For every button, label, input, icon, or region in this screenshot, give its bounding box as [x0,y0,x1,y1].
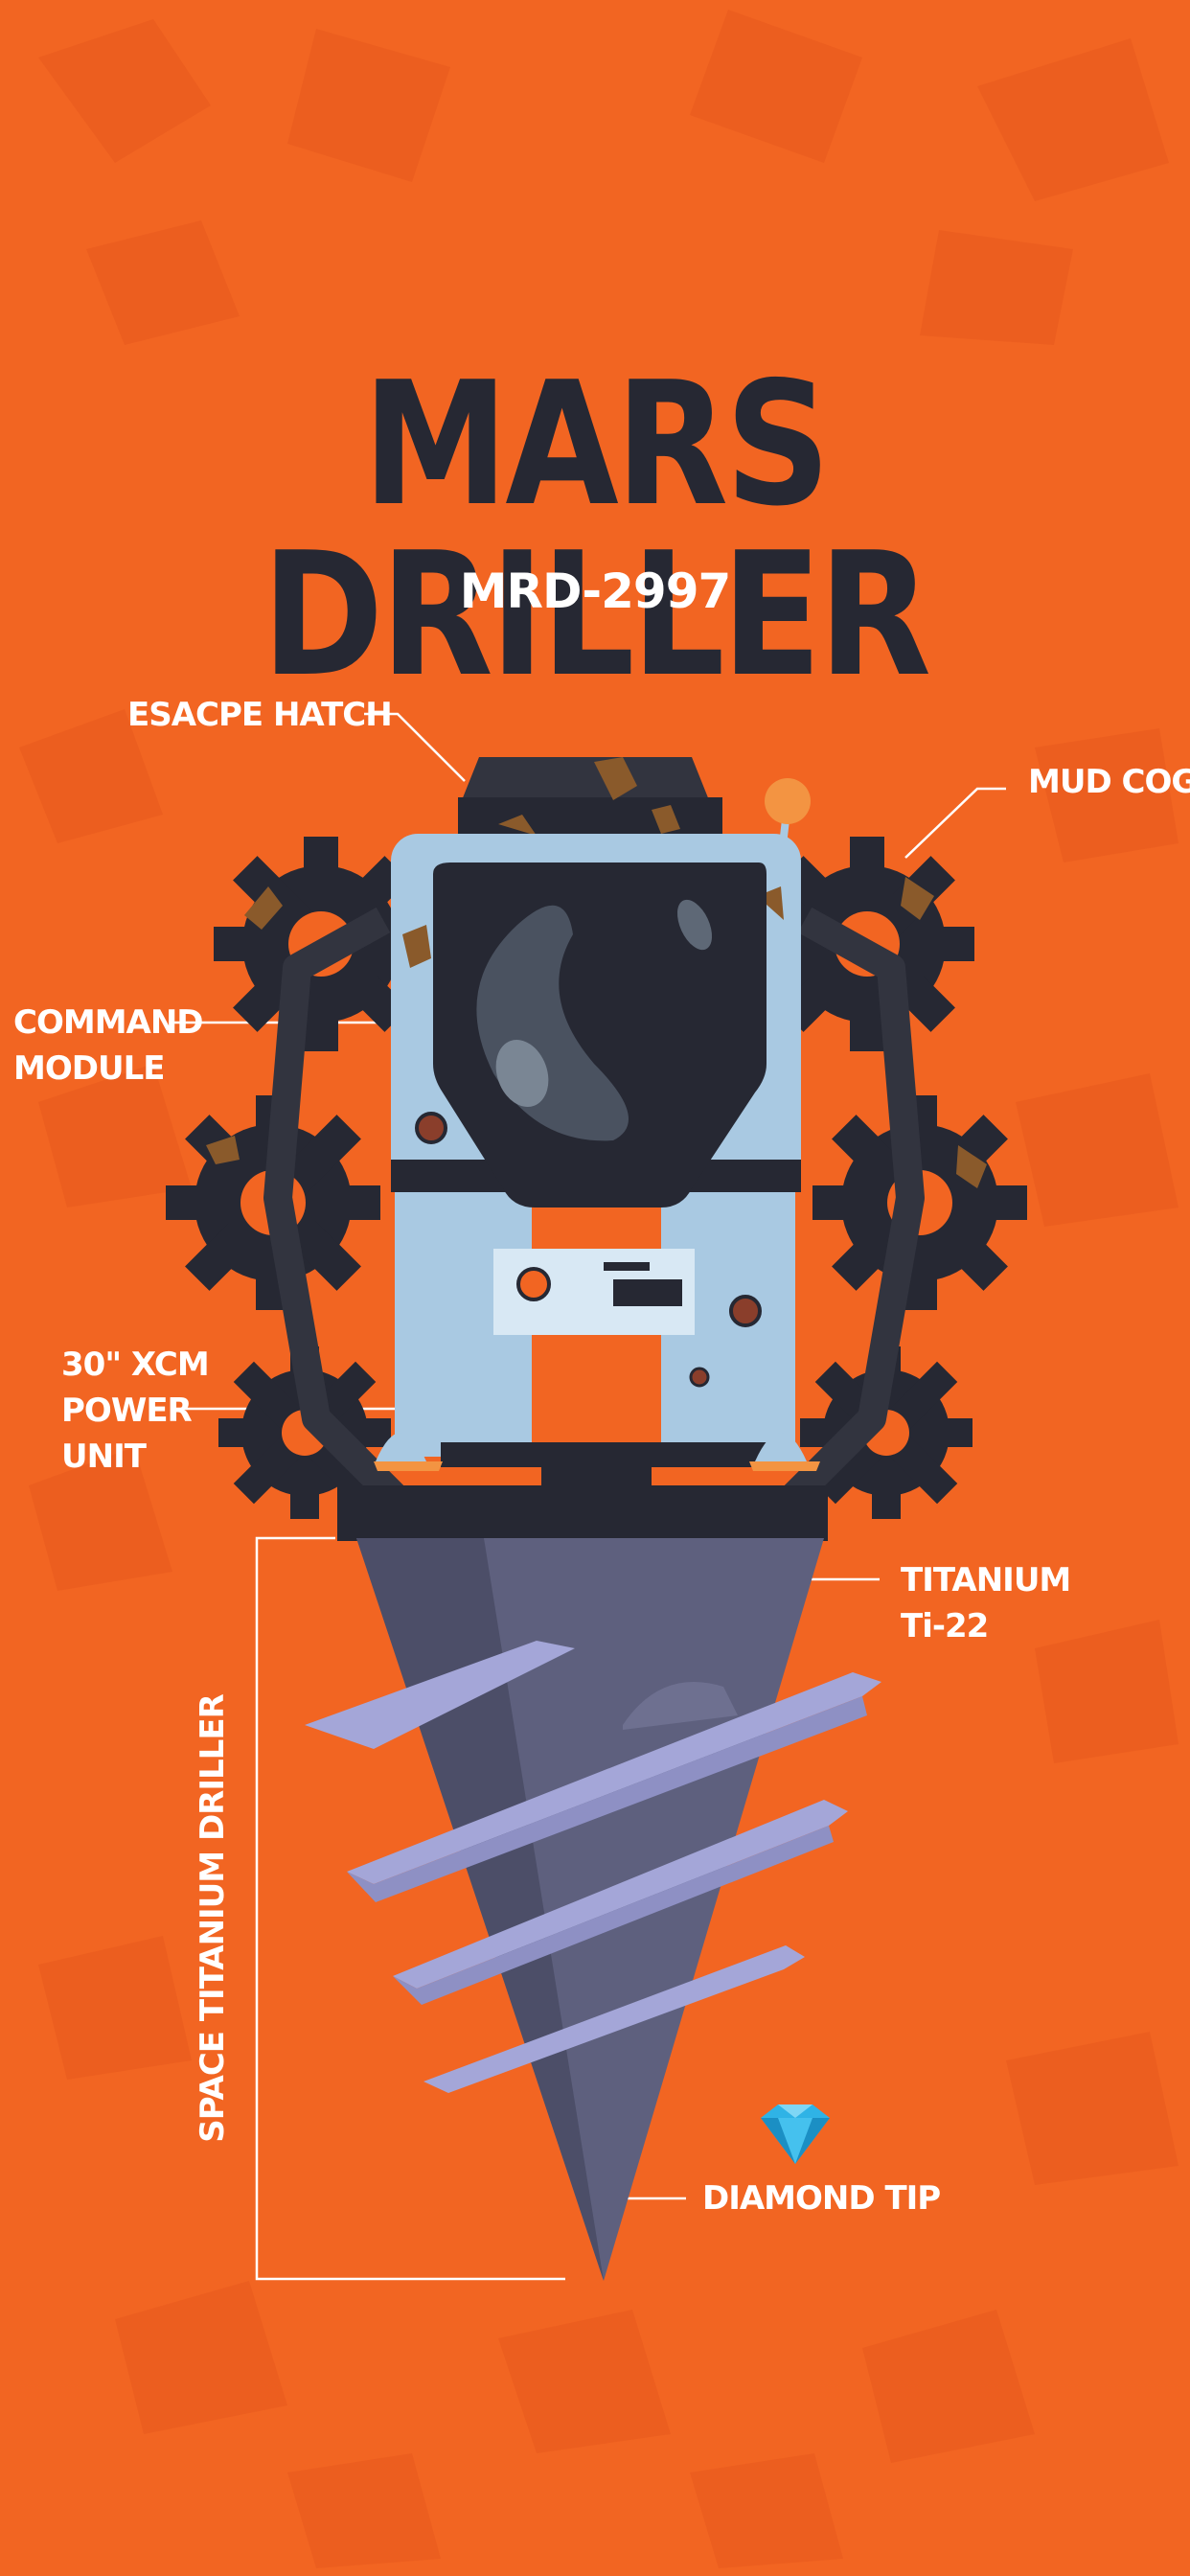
titanium-drill [305,1485,881,2281]
label-command-module-line2: MODULE [13,1049,165,1088]
label-titanium-line1: TITANIUM [901,1561,1071,1599]
page-title: MARS DRILLER [262,345,931,714]
label-power-unit-line2: POWER [61,1392,193,1430]
frame-arms [263,907,925,1515]
label-escape-hatch: ESACPE HATCH [127,696,393,734]
label-power-unit-line1: 30" XCM [61,1346,210,1384]
label-space-titanium-driller: SPACE TITANIUM DRILLER [194,1694,232,2143]
label-command-module-line1: COMMAND [13,1003,204,1042]
label-mud-cogs: MUD COGS [1028,763,1190,801]
label-diamond-tip: DIAMOND TIP [702,2179,941,2218]
label-titanium-line2: Ti-22 [901,1607,989,1645]
model-number: MRD-2997 [459,564,732,619]
label-power-unit-line3: UNIT [61,1438,147,1476]
escape-hatch [458,757,722,838]
diamond-icon [761,2104,830,2164]
command-module-window [433,862,767,1208]
